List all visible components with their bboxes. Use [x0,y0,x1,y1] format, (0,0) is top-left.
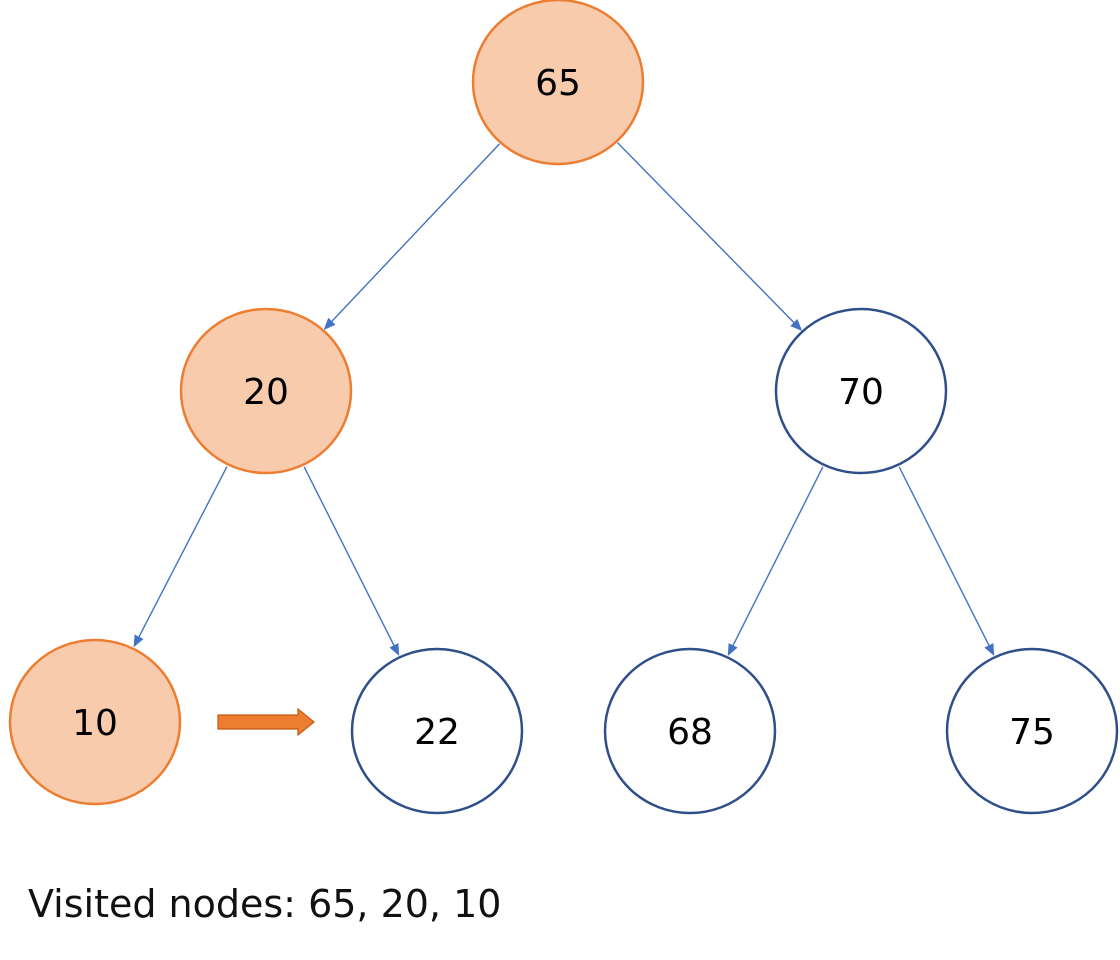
node-label: 75 [1009,712,1055,753]
node-circle [179,307,353,475]
tree-node-65: 65 [471,0,645,166]
tree-node-20: 20 [179,307,353,475]
node-circle [471,0,645,166]
tree-node-22: 22 [350,647,524,815]
node-circle [603,647,777,815]
tree-node-75: 75 [945,647,1119,815]
node-label: 22 [414,712,460,753]
tree-node-70: 70 [774,307,948,475]
next-step-arrow-icon [217,707,315,737]
nodes-layer: 65 20 70 10 22 68 75 [8,0,1119,815]
edge-65-20 [323,143,501,330]
node-circle [774,307,948,475]
edge-70-75 [898,466,995,656]
edge-70-68 [727,466,824,656]
edge-20-22 [303,466,400,656]
edges-layer [133,142,995,656]
edge-65-70 [617,142,803,332]
tree-node-10: 10 [8,638,182,806]
node-circle [945,647,1119,815]
tree-node-68: 68 [603,647,777,815]
node-label: 65 [535,63,581,104]
node-circle [8,638,182,806]
node-circle [350,647,524,815]
edge-20-10 [133,466,228,648]
node-label: 68 [667,712,713,753]
node-label: 70 [838,372,884,413]
node-label: 10 [72,703,118,744]
next-step-arrow [217,707,315,737]
node-label: 20 [243,372,289,413]
visited-nodes-caption: Visited nodes: 65, 20, 10 [28,882,502,926]
